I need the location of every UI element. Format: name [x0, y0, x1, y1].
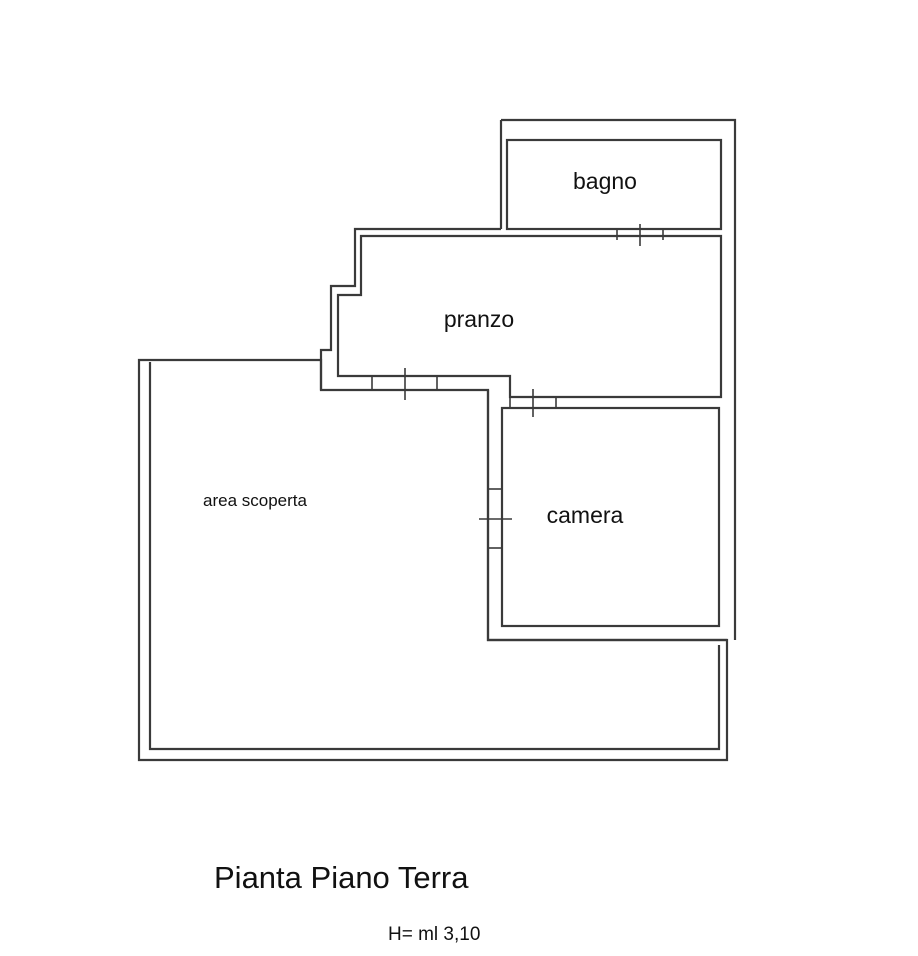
bagno-outer-wall	[499, 118, 737, 640]
camera-inner-wall	[500, 406, 721, 628]
pranzo-inner-wall	[336, 234, 723, 399]
exterior-walls	[137, 358, 729, 762]
door-pranzo-camera	[509, 389, 557, 417]
inner-wall-outline-area	[148, 362, 721, 751]
room-label-bagno: bagno	[573, 168, 637, 194]
room-bagno	[499, 118, 737, 640]
pranzo-outer-wall	[319, 227, 501, 390]
doors	[371, 224, 664, 549]
camera-outer-wall	[486, 390, 727, 642]
outer-wall-outline	[137, 358, 729, 762]
room-label-area-scoperta: area scoperta	[203, 491, 307, 510]
room-label-camera: camera	[547, 502, 624, 528]
bagno-inner-wall	[505, 138, 723, 231]
door-pranzo-area	[371, 368, 438, 400]
room-pranzo	[319, 227, 723, 399]
plan-title: Pianta Piano Terra	[214, 860, 469, 895]
door-area-camera	[479, 488, 512, 549]
door-bagno-pranzo	[616, 224, 664, 246]
room-camera	[486, 390, 727, 642]
room-label-pranzo: pranzo	[444, 306, 514, 332]
height-note: H= ml 3,10	[388, 924, 481, 945]
